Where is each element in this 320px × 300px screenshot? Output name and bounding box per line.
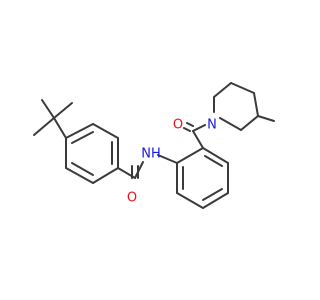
bond-tbutyl-methyl-right — [53, 102, 73, 119]
molecule-structure-diagram: NH O O N — [33, 82, 275, 209]
bond-ketone-c-o-2 — [186, 122, 194, 127]
bond-amide-c-to-n — [134, 161, 144, 179]
bond-ring1-e — [65, 167, 94, 184]
bond-tbutyl-methyl-top — [41, 99, 55, 119]
bond-pip-n-c2 — [219, 117, 242, 131]
bond-ring2-b-inner — [204, 155, 223, 167]
bond-ring2-a — [176, 147, 204, 164]
bond-ring1-b — [92, 123, 119, 139]
bond-n-to-ring2 — [157, 154, 178, 164]
bond-ring2-d-inner — [202, 188, 223, 201]
bond-ring2-e — [176, 192, 204, 209]
bond-layer — [33, 82, 275, 209]
bond-ring2-b — [202, 147, 229, 164]
bond-ketone-c-to-n — [192, 124, 206, 132]
bond-pip-c3-methyl — [257, 115, 275, 122]
bond-pip-c3-c4 — [253, 92, 259, 117]
bond-tbutyl-to-ring — [53, 117, 67, 139]
atom-labels: NH O O N — [127, 118, 217, 206]
bond-pip-c4-c5 — [230, 82, 255, 94]
bond-ring1-a — [65, 123, 94, 139]
bond-ring2-d — [202, 192, 229, 209]
bond-ring1-a-inner — [71, 131, 94, 144]
ketone-oxygen-label: O — [173, 118, 183, 133]
bond-tbutyl-methyl-left — [33, 117, 55, 136]
bond-pip-c5-c6 — [213, 82, 232, 98]
bond-ketone-c-o-1 — [183, 127, 191, 132]
amide-nh-label: NH — [141, 147, 161, 162]
amide-oxygen-label: O — [127, 191, 137, 206]
piperidine-nitrogen-label: N — [207, 118, 217, 133]
bond-ring1-e-inner — [71, 162, 94, 176]
bond-ring2-to-ketone-c — [192, 130, 204, 149]
bond-ring1-d — [92, 167, 119, 184]
bond-pip-c2-c3 — [240, 115, 259, 131]
